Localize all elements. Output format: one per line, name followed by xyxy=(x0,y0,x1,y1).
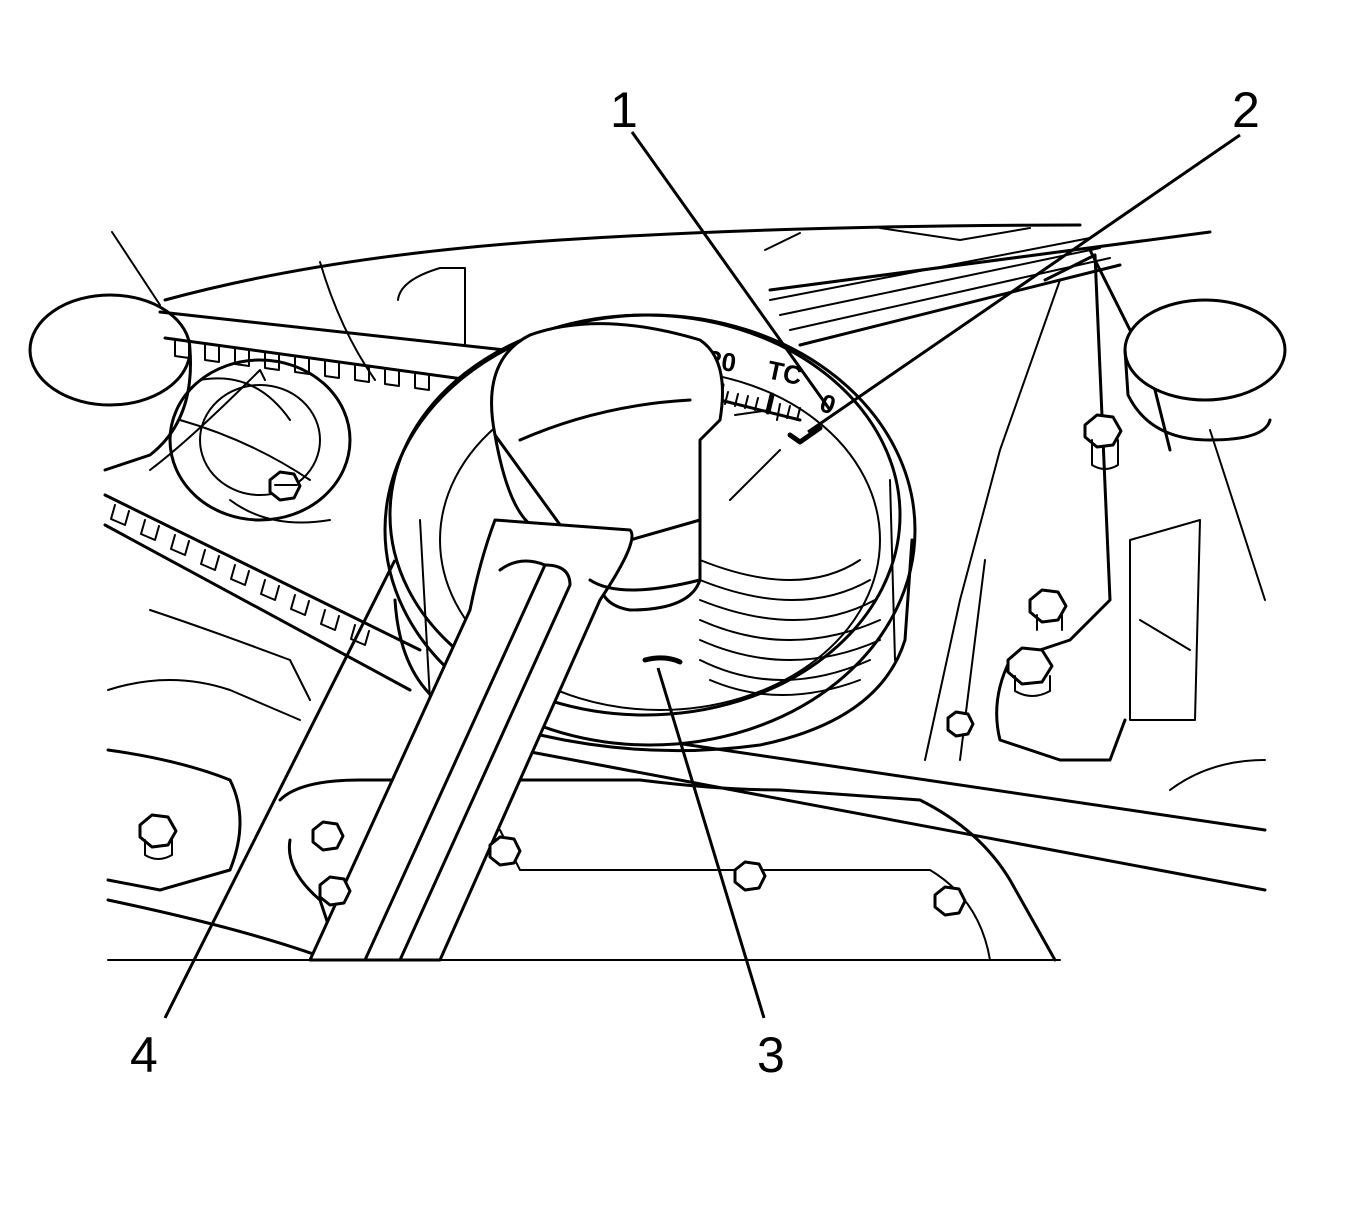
bolts xyxy=(138,413,1123,917)
wrench xyxy=(308,322,724,962)
bolt-icon xyxy=(488,835,522,867)
callout-1: 1 xyxy=(610,82,638,138)
leader-line-4 xyxy=(163,559,397,1019)
scale-mark-tc: TC xyxy=(765,355,805,392)
bolt-icon xyxy=(318,875,352,907)
tensioner-pulley xyxy=(149,358,352,701)
timing-belt-upper xyxy=(158,310,507,391)
leader-line-2 xyxy=(807,133,1241,434)
bolt-icon xyxy=(1006,646,1054,697)
callout-2: 2 xyxy=(1232,82,1260,138)
bolt-icon xyxy=(311,820,345,852)
bolt-icon xyxy=(733,860,767,892)
bolt-icon xyxy=(268,470,302,502)
leader-line-1 xyxy=(630,131,832,411)
timing-belt-lower xyxy=(103,493,422,692)
callout-leaders xyxy=(163,131,1241,1019)
bolt-icon xyxy=(1083,413,1123,470)
callout-4: 4 xyxy=(130,1027,158,1083)
callout-3: 3 xyxy=(757,1027,785,1083)
bolt-icon xyxy=(138,813,178,860)
bolt-icon xyxy=(933,885,967,917)
bolt-icon xyxy=(1028,588,1068,631)
bolt-icon xyxy=(946,710,975,738)
leader-line-3 xyxy=(656,667,766,1019)
